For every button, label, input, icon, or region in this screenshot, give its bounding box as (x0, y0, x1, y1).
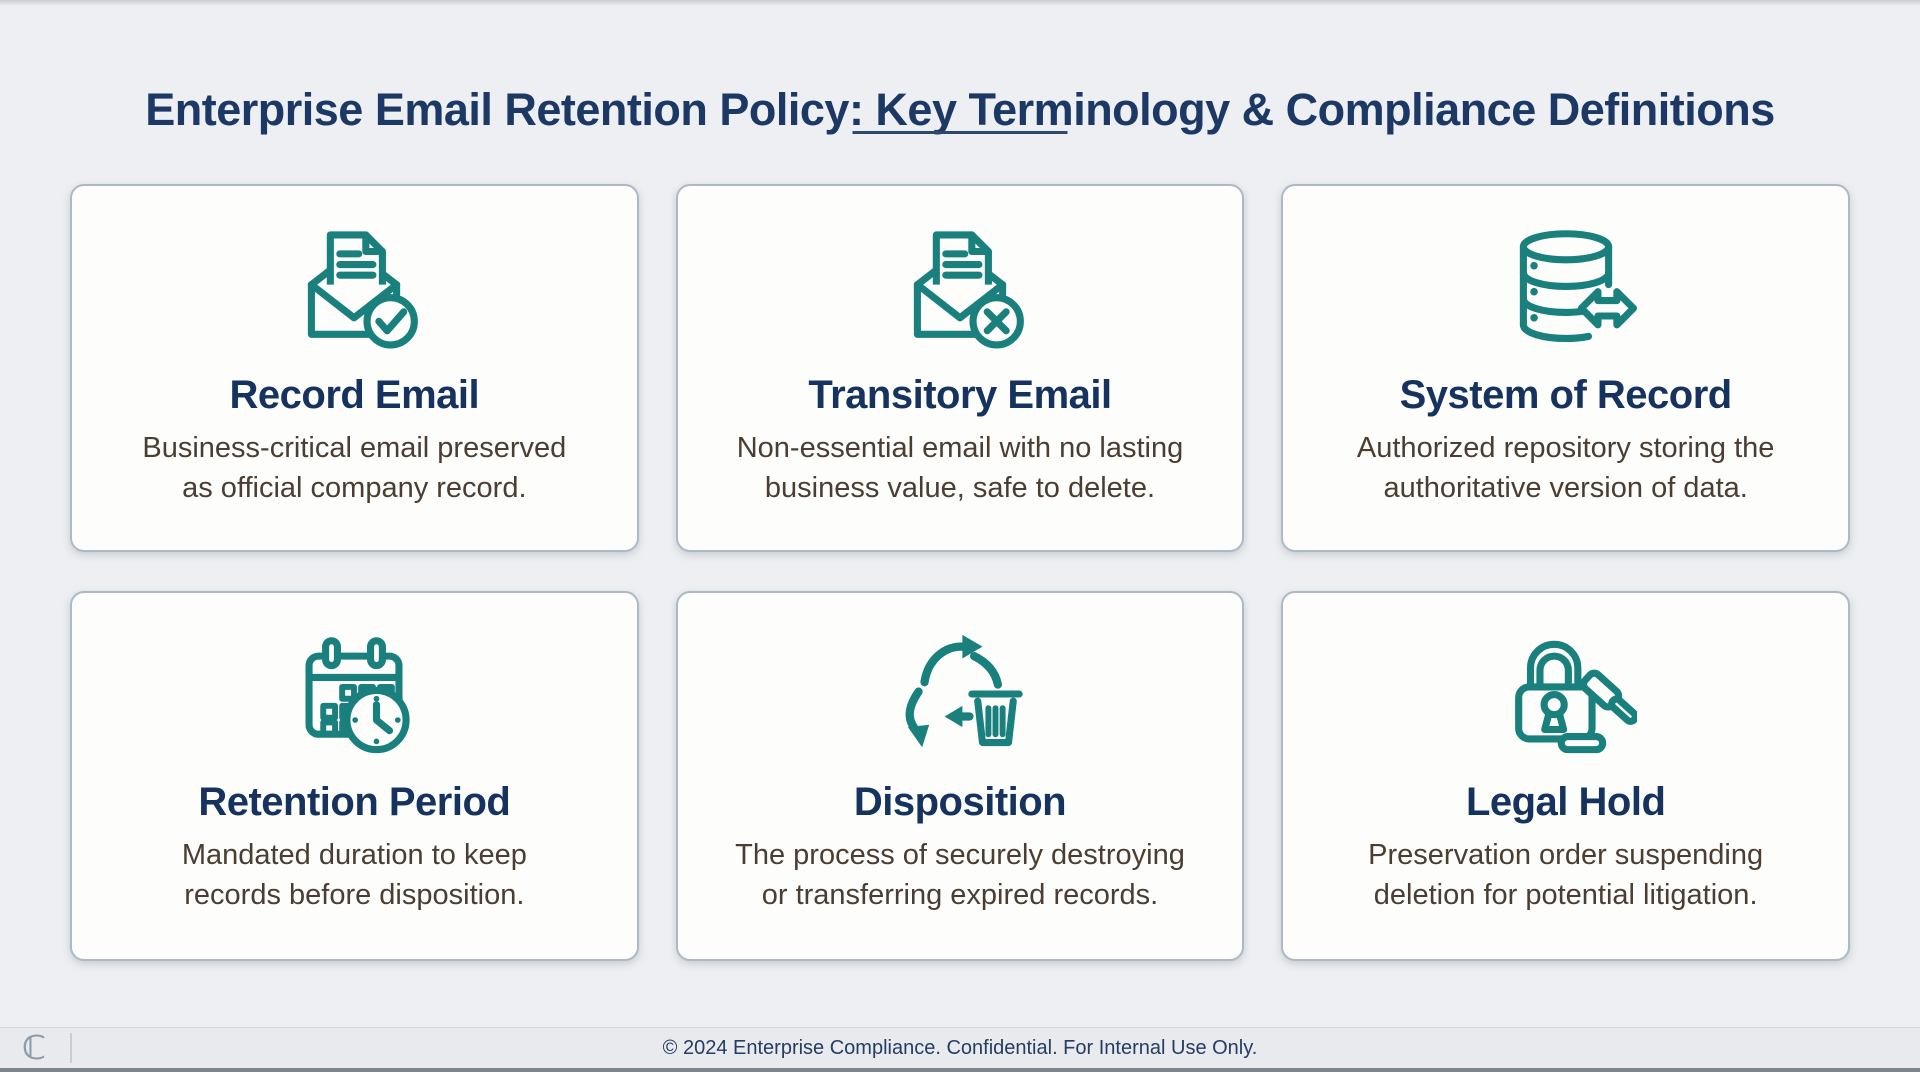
title-underline (852, 131, 1068, 134)
card-system-of-record: System of Record Authorized repository s… (1281, 184, 1850, 552)
card-disposition: Disposition The process of securely dest… (675, 591, 1245, 961)
footer-divider (70, 1033, 72, 1063)
card-legal-hold: Legal Hold Preservation order suspending… (1281, 591, 1850, 961)
card-title: Disposition (853, 780, 1067, 824)
bottom-edge-decoration (0, 1068, 1920, 1072)
card-retention-period: Retention Period Mandated duration to ke… (70, 591, 639, 961)
top-edge-decoration (0, 0, 1920, 6)
page-title: Enterprise Email Retention Policy: Key T… (145, 84, 1775, 136)
disposition-icon (889, 623, 1031, 765)
record-email-icon (283, 216, 425, 358)
card-title: Legal Hold (1465, 780, 1666, 824)
card-description: The process of securely destroying or tr… (735, 839, 1185, 912)
card-title: Record Email (229, 373, 480, 417)
brand-logo: ℂ (22, 1027, 47, 1067)
card-title: Transitory Email (808, 373, 1112, 417)
card-description: Authorized repository storing the author… (1356, 432, 1775, 505)
card-title: Retention Period (198, 780, 511, 824)
system-of-record-icon (1495, 216, 1637, 358)
card-description: Mandated duration to keep records before… (181, 839, 527, 912)
card-description: Business-critical email preserved as off… (142, 432, 567, 505)
legal-hold-icon (1495, 623, 1637, 765)
transitory-email-icon (889, 216, 1031, 358)
retention-period-icon (283, 623, 425, 765)
footer-bar: ℂ © 2024 Enterprise Compliance. Confiden… (0, 1027, 1920, 1068)
card-description: Non-essential email with no lasting busi… (736, 432, 1184, 505)
card-transitory-email: Transitory Email Non-essential email wit… (675, 184, 1245, 552)
footer-text: © 2024 Enterprise Compliance. Confidenti… (662, 1036, 1258, 1059)
card-record-email: Record Email Business-critical email pre… (70, 184, 639, 552)
card-description: Preservation order suspending deletion f… (1368, 839, 1764, 912)
definition-cards-grid: Record Email Business-critical email pre… (70, 184, 1850, 961)
card-title: System of Record (1399, 373, 1733, 417)
